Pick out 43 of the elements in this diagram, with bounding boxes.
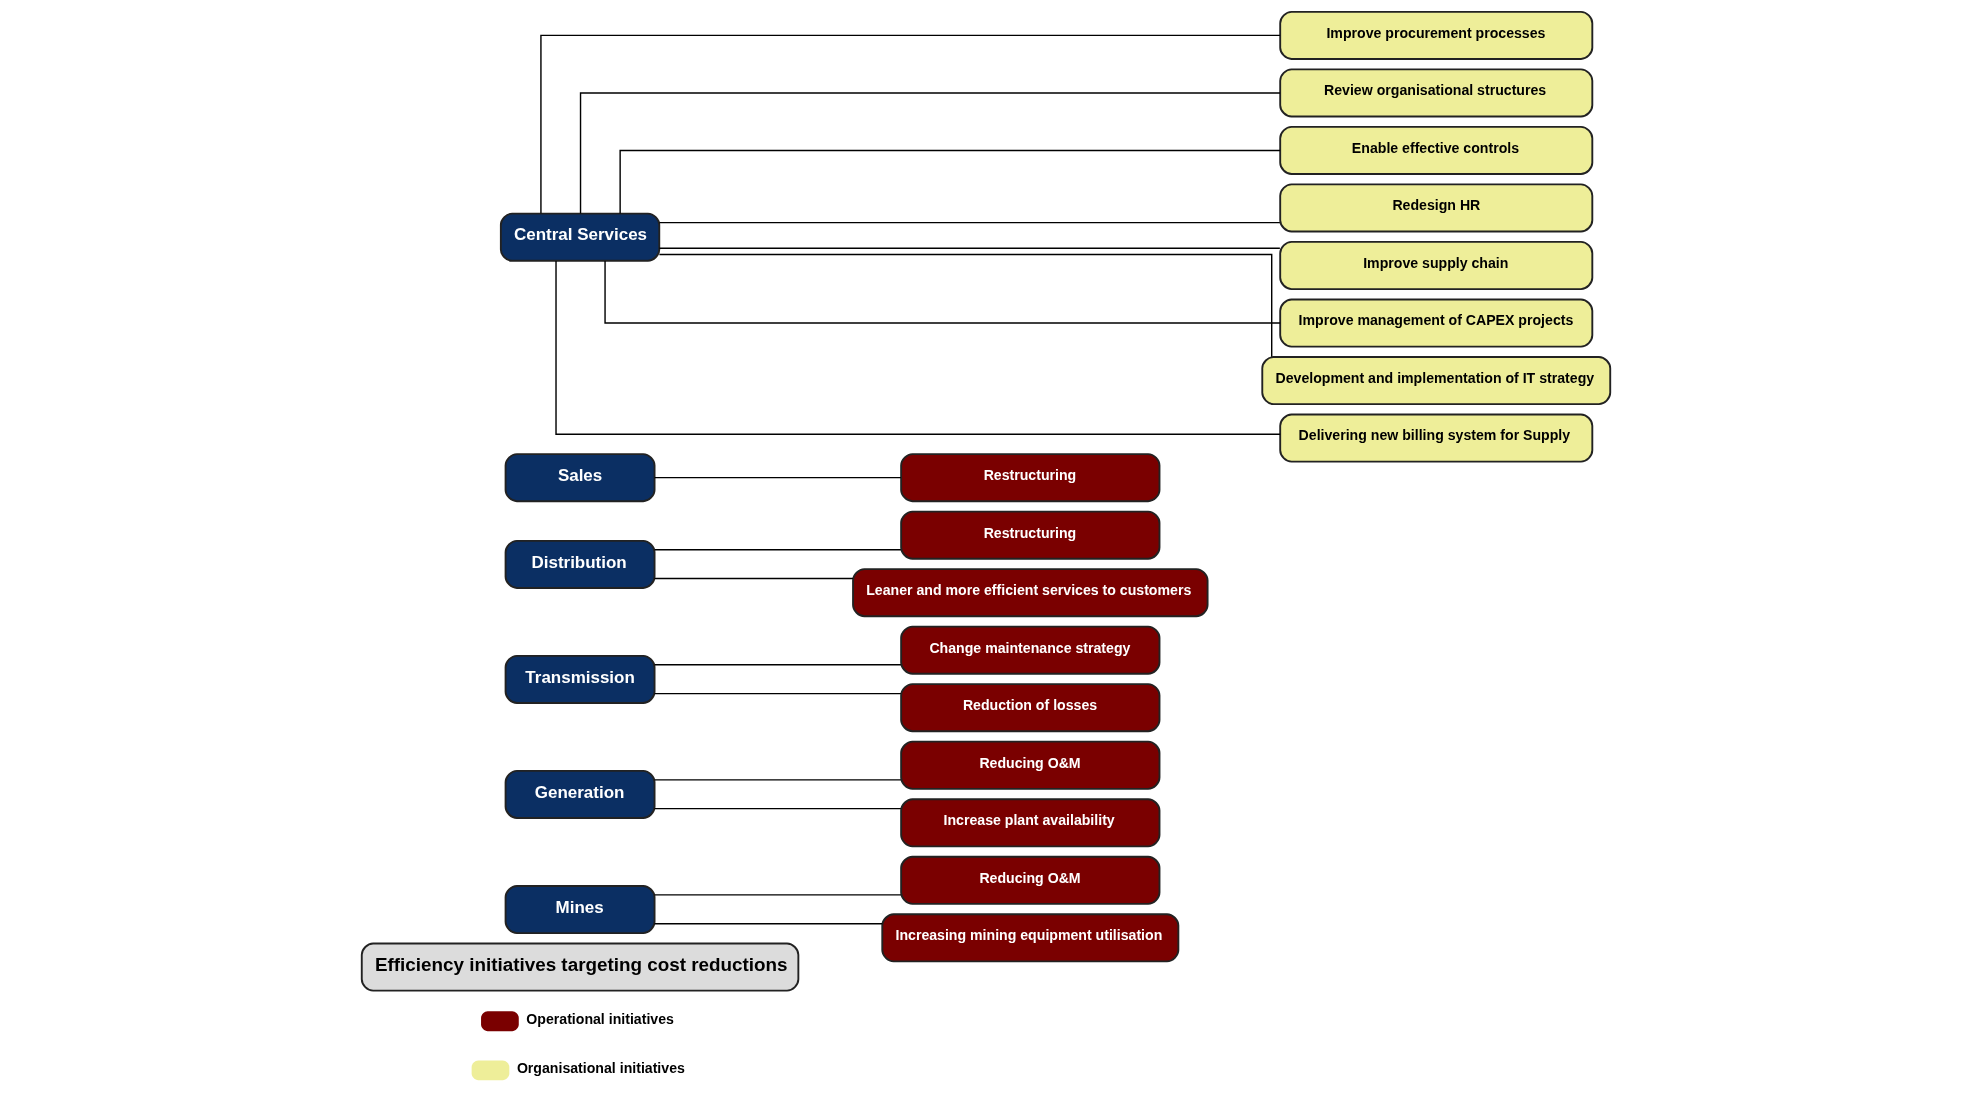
node-box: Mines — [504, 885, 656, 935]
connector — [653, 807, 902, 810]
connector — [653, 577, 854, 580]
node-box: Restructuring — [900, 510, 1161, 560]
node-box: Leaner and more efficient services to customers — [852, 568, 1209, 618]
connector — [653, 664, 902, 666]
connector — [619, 149, 1281, 215]
node-box: Reducing O&M — [900, 855, 1161, 905]
connector — [653, 692, 902, 695]
node-box: Reduction of losses — [900, 683, 1161, 733]
connector — [653, 476, 902, 479]
connector — [540, 34, 1281, 214]
node-box: Reducing O&M — [900, 740, 1161, 790]
connector — [653, 779, 902, 781]
node-box: Enable effective controls — [1279, 125, 1594, 175]
node-box: Transmission — [504, 654, 656, 704]
connector — [604, 260, 1281, 324]
node-box: Improve supply chain — [1279, 240, 1594, 290]
node-box: Sales — [504, 453, 656, 503]
node-box: Increase plant availability — [900, 798, 1161, 848]
node-box: Generation — [504, 769, 656, 819]
node-box: Redesign HR — [1279, 183, 1594, 233]
connector — [653, 894, 902, 896]
connector — [658, 221, 1281, 224]
node-box: Restructuring — [900, 453, 1161, 503]
node-box: Efficiency initiatives targeting cost reductions — [360, 942, 800, 992]
node-box: Development and implementation of IT strategy — [1261, 356, 1612, 406]
connector — [653, 922, 883, 925]
node-box: Increasing mining equipment utilisation — [881, 913, 1180, 963]
node-box: Delivering new billing system for Supply — [1279, 413, 1594, 463]
connector — [653, 549, 902, 551]
connector — [658, 253, 1273, 358]
legend-label: Operational initiatives — [526, 1010, 674, 1027]
legend-label: Organisational initiatives — [516, 1059, 685, 1076]
node-box: Review organisational structures — [1279, 68, 1594, 118]
connector — [579, 92, 1281, 215]
node-box: Improve procurement processes — [1279, 10, 1594, 60]
node-box: Distribution — [504, 539, 656, 589]
node-box: Improve management of CAPEX projects — [1279, 298, 1594, 348]
connector — [555, 260, 1281, 435]
node-box: Change maintenance strategy — [900, 625, 1161, 675]
node-box: Central Services — [499, 212, 661, 262]
connector — [658, 247, 1281, 249]
